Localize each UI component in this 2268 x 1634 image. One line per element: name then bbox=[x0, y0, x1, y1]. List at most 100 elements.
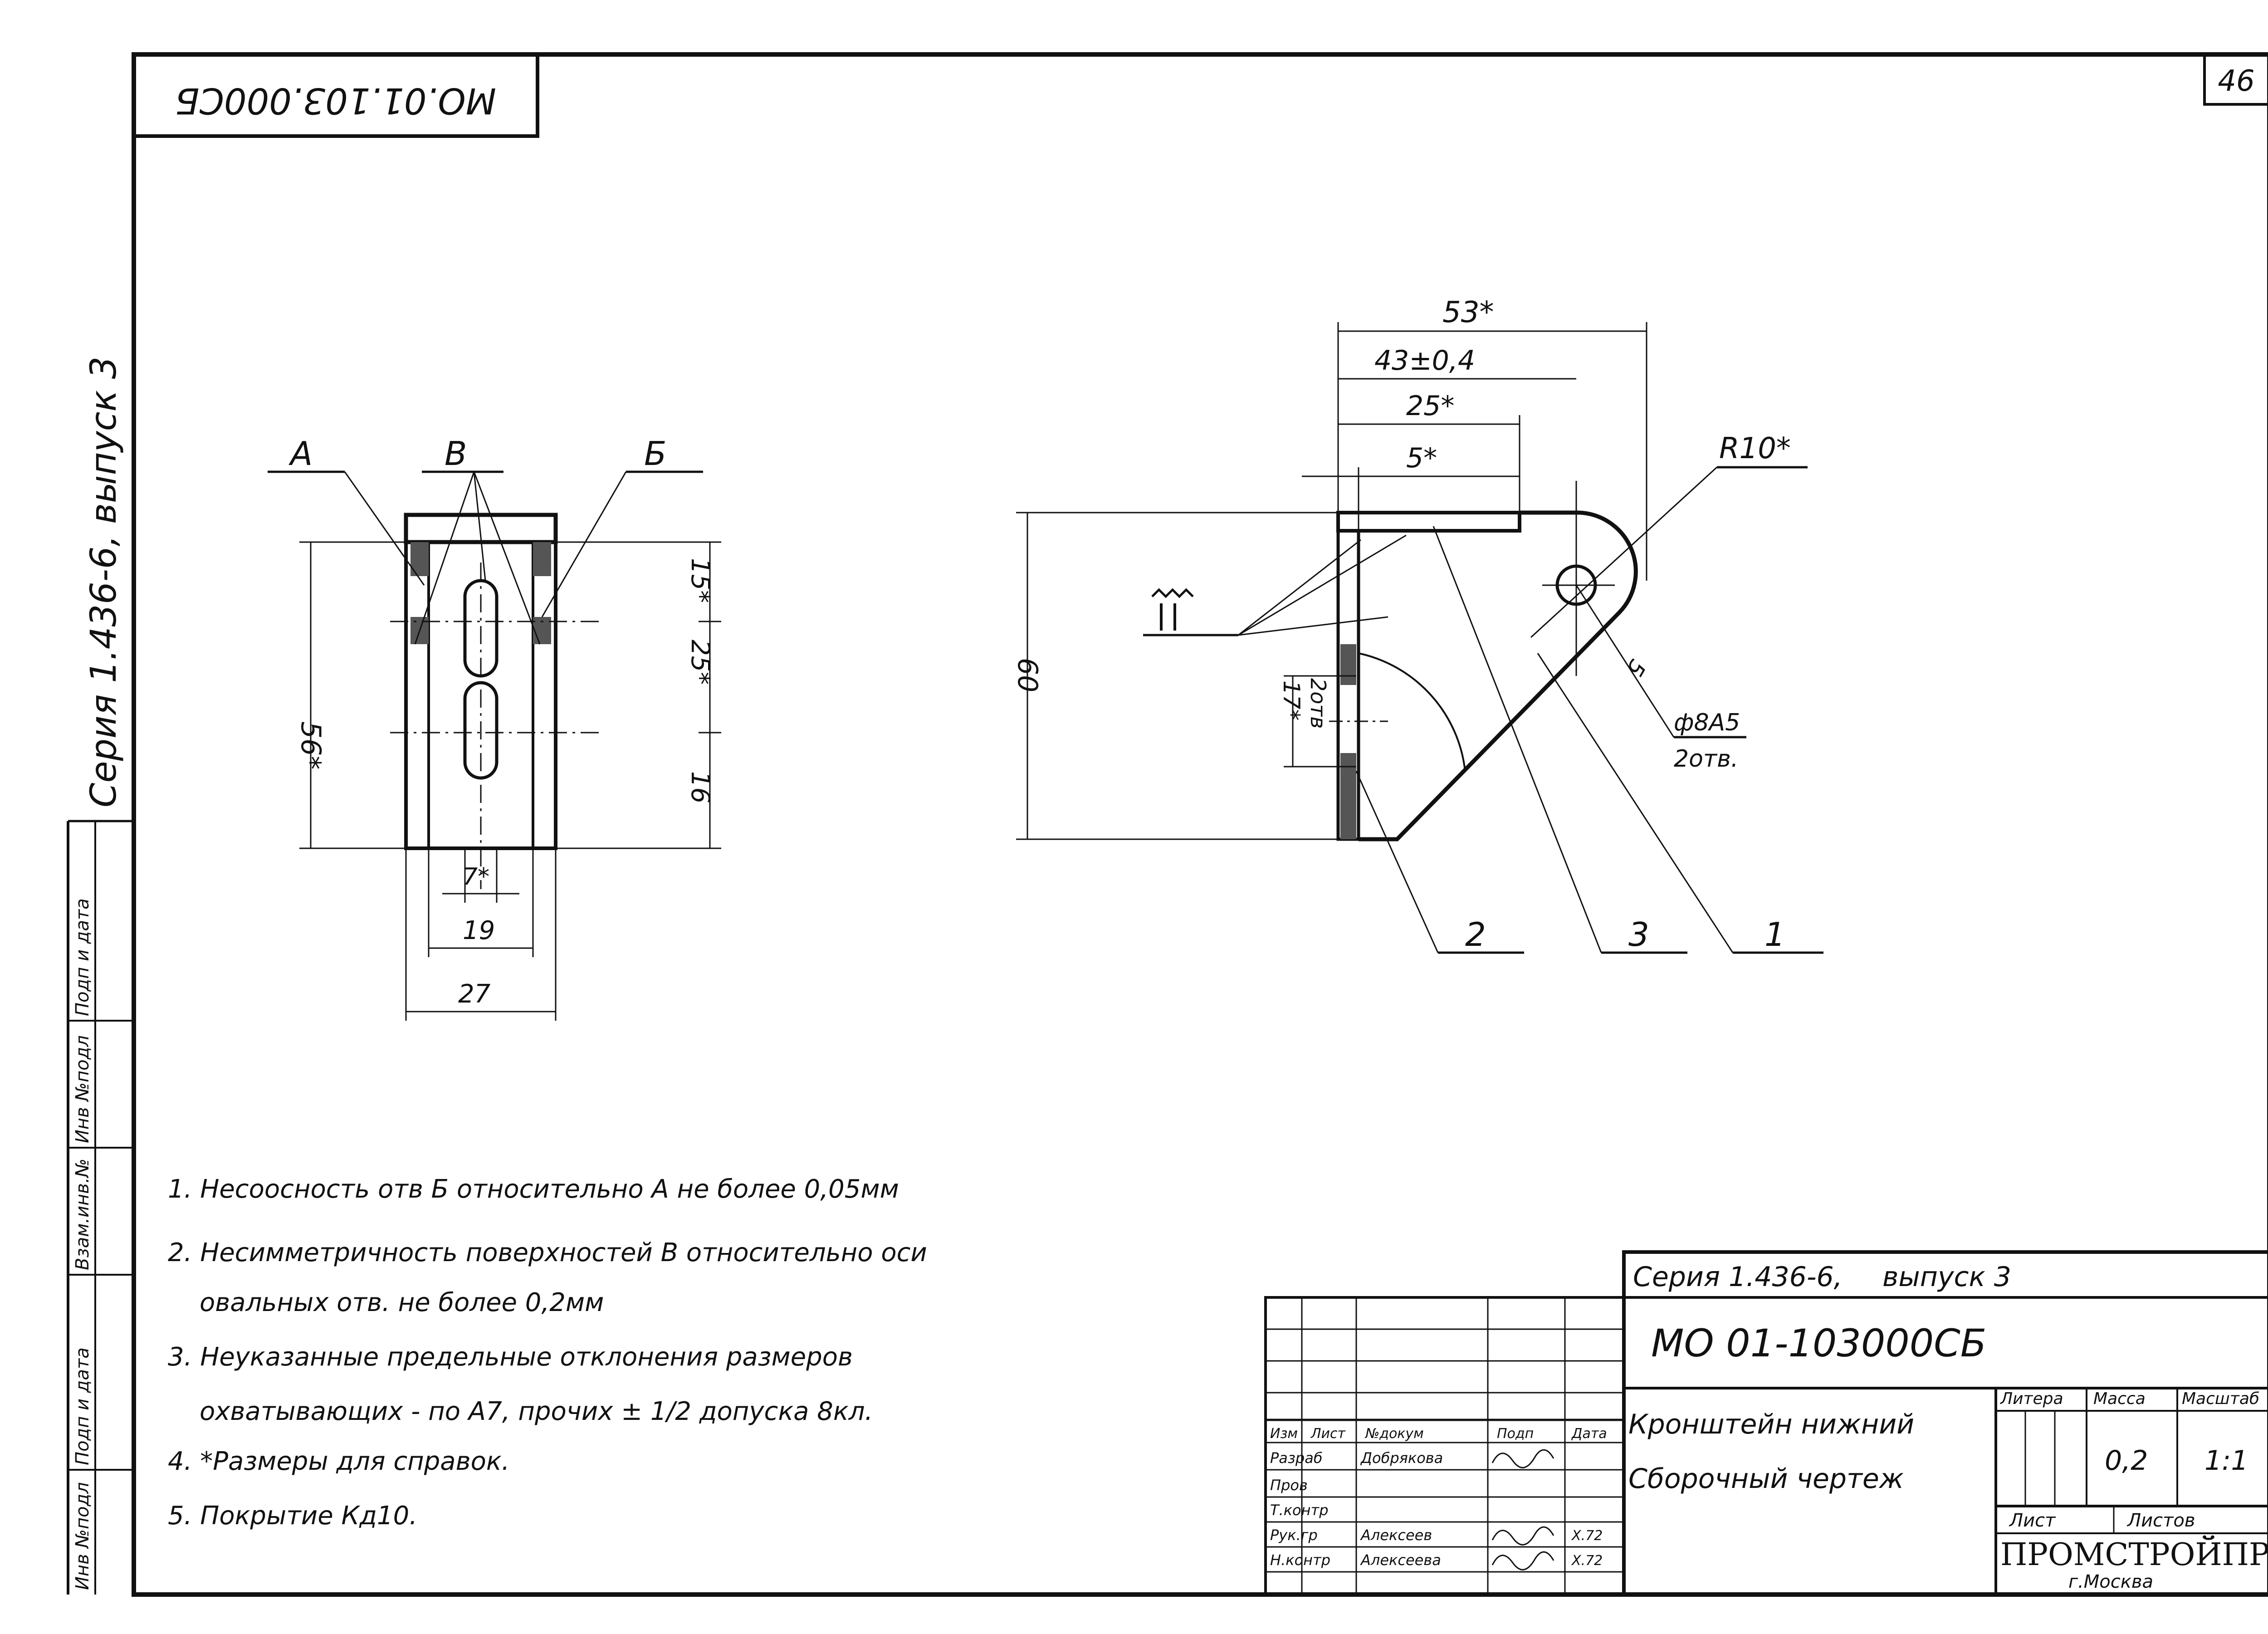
strip-field-5: Инв №подл bbox=[72, 1482, 93, 1590]
tb-h-doc: №докум bbox=[1364, 1426, 1424, 1442]
tb-date-4: X.72 bbox=[1571, 1528, 1603, 1544]
tb-col-mass-label: Масса bbox=[2093, 1389, 2146, 1408]
leader-v-2 bbox=[473, 471, 486, 581]
strip-field-1: Подп и дата bbox=[72, 898, 93, 1016]
leader-item-1 bbox=[1537, 653, 1734, 953]
title-block: Изм Лист №докум Подп Дата Разраб Пров Т.… bbox=[1264, 1250, 2268, 1596]
side-gusset-outline bbox=[1359, 510, 1638, 841]
weld-leader-1 bbox=[1238, 539, 1361, 636]
outer-frame bbox=[132, 52, 2268, 1597]
leader-v-1 bbox=[414, 471, 475, 645]
page-number: 46 bbox=[2218, 64, 2254, 98]
dim-27: 27 bbox=[458, 979, 491, 1009]
front-hatch-tr bbox=[533, 542, 551, 576]
tb-register-frame bbox=[1264, 1296, 1625, 1596]
leader-item-3 bbox=[1432, 526, 1602, 953]
dim-chamfer: 5 bbox=[1621, 655, 1651, 681]
note-2-cont: овальных отв. не более 0,2мм bbox=[200, 1288, 604, 1317]
dim-25-side: 25* bbox=[1406, 390, 1454, 422]
tb-org: ПРОМСТРОЙПРОЕКТ bbox=[2000, 1536, 2268, 1573]
dim-43: 43±0,4 bbox=[1374, 345, 1475, 377]
tb-role-3: Т.контр bbox=[1270, 1502, 1329, 1519]
tb-sheets-label: Листов bbox=[2126, 1510, 2195, 1531]
series-vertical-label: Серия 1.436-6, выпуск 3 bbox=[83, 357, 124, 807]
tb-role-5: Н.контр bbox=[1270, 1551, 1330, 1569]
tb-name-1: Добрякова bbox=[1360, 1449, 1443, 1467]
tb-col-litera-label: Литера bbox=[1999, 1389, 2063, 1408]
leader-b bbox=[541, 471, 627, 617]
signature-4-icon bbox=[1491, 1526, 1554, 1546]
strip-field-2: Инв №подл bbox=[72, 1035, 93, 1143]
item-2: 2 bbox=[1465, 915, 1486, 954]
dim-19: 19 bbox=[463, 916, 495, 945]
front-view: А В Б 56* 15* 25* 16 7* 19 27 bbox=[268, 435, 721, 1021]
tb-designation: МО 01-103000СБ bbox=[1651, 1321, 1986, 1365]
dim-hole-count: 2отв. bbox=[1674, 745, 1738, 773]
note-3-cont: охватывающих - по А7, прочих ± 1/2 допус… bbox=[200, 1397, 873, 1426]
tb-name-line1: Кронштейн нижний bbox=[1628, 1409, 1914, 1440]
dim-60: 60 bbox=[1012, 658, 1043, 692]
tb-date-5: X.72 bbox=[1571, 1553, 1603, 1569]
notes: 1. Несоосность отв Б относительно А не б… bbox=[168, 1174, 927, 1531]
front-hatch-tl bbox=[411, 542, 429, 576]
tb-city: г.Москва bbox=[2068, 1571, 2153, 1592]
side-view: 53* 43±0,4 25* 5* 60 R10* ф8А5 2отв. 17*… bbox=[1012, 296, 1823, 954]
dim-17: 17* bbox=[1278, 680, 1305, 721]
tb-series: Серия 1.436-6, bbox=[1633, 1261, 1843, 1293]
leader-a bbox=[344, 471, 425, 586]
tb-h-izm: Изм bbox=[1270, 1426, 1298, 1442]
weld-symbol-icon bbox=[1151, 588, 1194, 598]
label-v: В bbox=[445, 435, 467, 473]
note-1: 1. Несоосность отв Б относительно А не б… bbox=[168, 1174, 899, 1204]
tb-role-2: Пров bbox=[1270, 1477, 1308, 1494]
tb-h-date: Дата bbox=[1571, 1426, 1607, 1442]
dim-hole: ф8А5 bbox=[1674, 709, 1740, 736]
dim-7: 7* bbox=[463, 863, 489, 890]
label-b: Б bbox=[644, 435, 666, 473]
tb-sheet-label: Лист bbox=[2009, 1510, 2056, 1531]
weld-leader-2 bbox=[1238, 534, 1407, 636]
note-4: 4. *Размеры для справок. bbox=[168, 1447, 510, 1476]
dim-56: 56* bbox=[295, 721, 327, 769]
tb-issue: выпуск 3 bbox=[1882, 1261, 2011, 1293]
tb-name-4: Алексеев bbox=[1360, 1526, 1432, 1544]
dim-17-count: 2отв bbox=[1306, 678, 1330, 729]
tb-h-sign: Подп bbox=[1497, 1426, 1534, 1442]
dim-25: 25* bbox=[685, 640, 715, 685]
signature-5-icon bbox=[1491, 1551, 1554, 1570]
side-hatch-mid bbox=[1340, 644, 1356, 685]
item-1: 1 bbox=[1765, 915, 1785, 954]
tb-h-list: Лист bbox=[1310, 1426, 1346, 1442]
leader-hole bbox=[1575, 585, 1675, 738]
note-2: 2. Несимметричность поверхностей В относ… bbox=[168, 1238, 927, 1267]
dim-16: 16 bbox=[685, 771, 715, 803]
strip-field-4: Подп и дата bbox=[72, 1347, 93, 1465]
side-hatch-bottom bbox=[1340, 753, 1356, 839]
tb-scale: 1:1 bbox=[2204, 1445, 2248, 1477]
tb-name-5: Алексеева bbox=[1360, 1551, 1441, 1569]
tb-mass: 0,2 bbox=[2105, 1445, 2148, 1477]
top-stamp-text: МО.01.103.000СБ bbox=[175, 80, 496, 121]
page-number-box bbox=[2203, 53, 2268, 106]
note-3: 3. Неуказанные предельные отклонения раз… bbox=[168, 1342, 853, 1372]
weld-arc bbox=[1358, 652, 1466, 772]
dim-15: 15* bbox=[685, 558, 715, 603]
note-5: 5. Покрытие Кд10. bbox=[168, 1501, 417, 1531]
leader-v-3 bbox=[473, 471, 541, 645]
tb-col-scale-label: Масштаб bbox=[2182, 1389, 2259, 1408]
dim-5-side: 5* bbox=[1406, 442, 1437, 474]
strip-field-3: Взам.инв.№ bbox=[72, 1159, 93, 1270]
item-3: 3 bbox=[1628, 915, 1649, 954]
label-a: А bbox=[288, 435, 313, 473]
tb-role-1: Разраб bbox=[1270, 1449, 1323, 1467]
side-top-plate bbox=[1336, 511, 1521, 533]
signature-1-icon bbox=[1491, 1449, 1554, 1468]
top-stamp-box bbox=[132, 53, 539, 138]
tb-role-4: Рук.гр bbox=[1270, 1526, 1318, 1544]
dim-r10: R10* bbox=[1719, 432, 1791, 465]
dim-53: 53* bbox=[1442, 296, 1494, 329]
tb-name-line2: Сборочный чертеж bbox=[1628, 1463, 1904, 1495]
weld-leader-3 bbox=[1238, 616, 1388, 636]
leader-item-2 bbox=[1355, 771, 1439, 953]
